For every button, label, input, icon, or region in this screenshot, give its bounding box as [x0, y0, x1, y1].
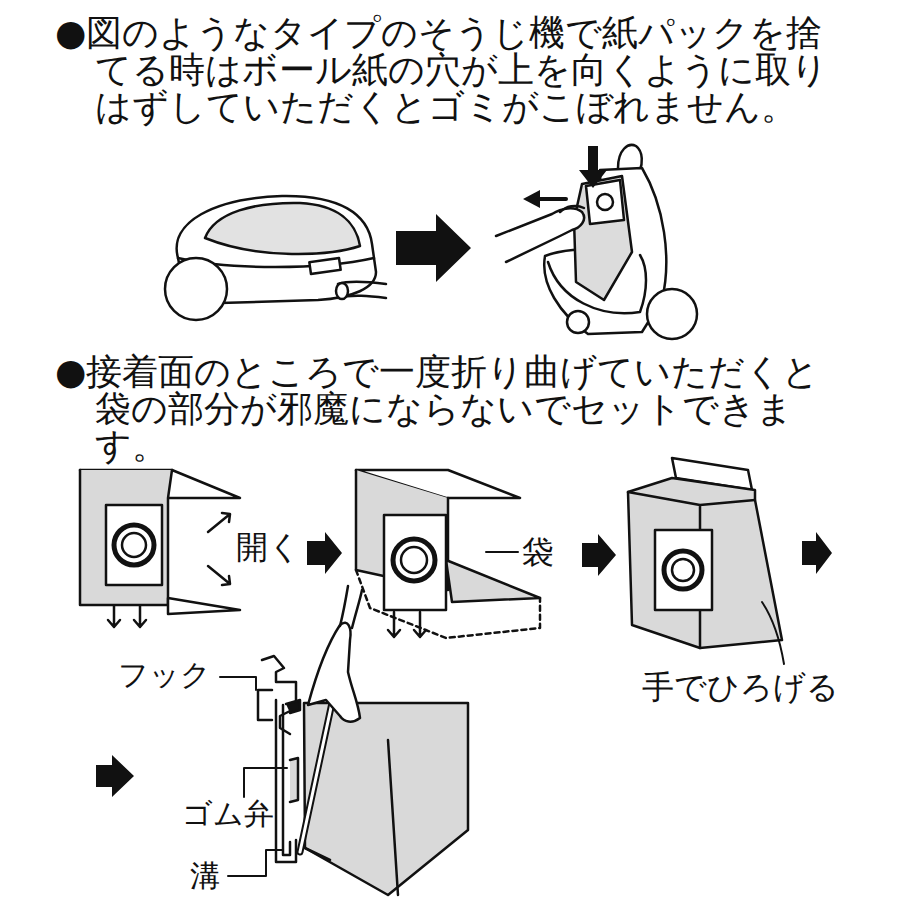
drawing-stroke [618, 145, 642, 170]
instruction-text: ●図のようなタイプのそうじ機で紙パックを捨てる時はボール紙の穴が上を向くように取… [55, 14, 852, 125]
drawing-stroke [384, 515, 446, 610]
drawing-stroke [538, 197, 566, 201]
drawing-stroke [388, 612, 426, 637]
step-arrow [582, 534, 616, 576]
part-label: フック [118, 657, 211, 693]
drawing-stroke [356, 570, 540, 638]
bag-spread [628, 458, 784, 664]
part-label: 溝 [190, 858, 220, 894]
drawing-stroke [122, 533, 146, 557]
drawing-stroke [655, 530, 712, 610]
drawing-stroke [340, 586, 362, 628]
drawing-stroke [300, 698, 333, 852]
drawing-stroke [309, 258, 340, 274]
vacuum-opened [496, 145, 697, 339]
drawing-stroke [208, 566, 230, 585]
drawing-stroke [762, 602, 784, 664]
drawing-stroke [308, 623, 360, 722]
drawing-stroke [283, 705, 290, 855]
step-arrow [802, 532, 832, 574]
drawing-stroke [579, 146, 607, 188]
step-arrow [396, 214, 471, 282]
part-label: 手でひろげる [642, 668, 839, 706]
drawing-stroke [108, 606, 146, 627]
drawing-stroke [567, 311, 589, 333]
step-arrow [96, 755, 134, 797]
drawing-stroke [300, 698, 333, 852]
drawing-stroke [628, 492, 755, 648]
drawing-stroke [208, 513, 230, 532]
drawing-stroke [106, 505, 162, 585]
drawing-stroke [220, 677, 256, 690]
drawing-stroke [486, 551, 518, 553]
drawing-stroke [401, 547, 427, 573]
drawing-stroke [672, 559, 694, 581]
drawing-stroke [560, 206, 584, 212]
step-arrow [307, 532, 342, 574]
drawing-stroke [262, 656, 296, 734]
drawing-stroke [628, 478, 782, 648]
drawing-stroke [336, 283, 348, 299]
vacuum-closed [165, 196, 386, 320]
drawing-stroke [586, 180, 624, 224]
drawing-stroke [496, 208, 584, 262]
part-label: 袋 [522, 533, 554, 571]
cardboard-open [80, 470, 240, 627]
drawing-stroke [168, 598, 240, 614]
drawing-stroke [290, 758, 298, 802]
drawing-stroke [286, 700, 300, 713]
drawing-stroke [165, 258, 227, 320]
drawing-stroke [244, 768, 287, 797]
cross-section [220, 586, 468, 895]
drawing-stroke [114, 525, 154, 565]
drawing-stroke [205, 203, 360, 254]
drawing-stroke [258, 690, 272, 720]
instruction-text: ●接着面のところで一度折り曲げていただくと袋の部分が邪魔にならないでセットできま… [55, 353, 852, 464]
part-label: ゴム弁 [182, 796, 274, 832]
drawing-stroke [597, 194, 613, 210]
cardboard-folded [356, 470, 540, 638]
drawing-stroke [228, 850, 283, 876]
drawing-stroke [523, 190, 540, 208]
drawing-stroke [664, 551, 702, 589]
drawing-stroke [80, 470, 172, 605]
drawing-stroke [393, 539, 435, 581]
drawing-stroke [647, 289, 697, 339]
part-label: 開く [236, 528, 301, 566]
drawing-stroke [574, 176, 632, 300]
